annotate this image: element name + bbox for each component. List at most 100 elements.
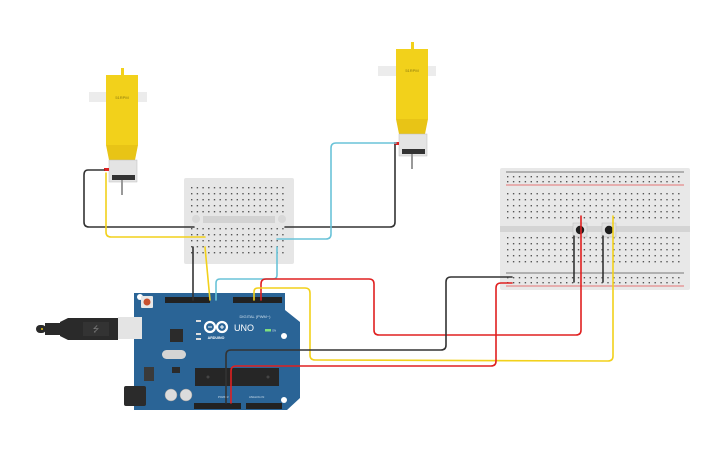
breadboard-hole[interactable] — [589, 277, 591, 279]
breadboard-hole[interactable] — [530, 199, 532, 201]
breadboard-hole[interactable] — [583, 277, 586, 279]
breadboard-hole[interactable] — [507, 243, 509, 245]
breadboard-hole[interactable] — [253, 240, 256, 242]
breadboard-hole[interactable] — [542, 181, 544, 183]
breadboard-hole[interactable] — [554, 237, 556, 239]
breadboard-hole[interactable] — [560, 176, 562, 178]
breadboard-hole[interactable] — [607, 243, 609, 245]
breadboard-hole[interactable] — [613, 255, 615, 257]
breadboard-hole[interactable] — [270, 252, 273, 254]
breadboard-hole[interactable] — [636, 199, 639, 201]
breadboard-hole[interactable] — [512, 176, 515, 178]
breadboard-hole[interactable] — [666, 181, 668, 183]
breadboard-hole[interactable] — [236, 240, 238, 242]
breadboard-hole[interactable] — [548, 255, 550, 257]
breadboard-hole[interactable] — [536, 237, 538, 239]
breadboard-hole[interactable] — [636, 181, 639, 183]
breadboard-hole[interactable] — [248, 193, 250, 195]
breadboard-hole[interactable] — [548, 282, 550, 284]
breadboard-hole[interactable] — [512, 193, 515, 195]
breadboard-hole[interactable] — [202, 246, 204, 248]
breadboard-hole[interactable] — [630, 277, 633, 279]
breadboard-hole[interactable] — [276, 240, 278, 242]
breadboard-hole[interactable] — [282, 228, 284, 230]
breadboard-hole[interactable] — [672, 261, 674, 263]
breadboard-hole[interactable] — [607, 237, 609, 239]
breadboard-hole[interactable] — [583, 205, 586, 207]
breadboard-hole[interactable] — [560, 211, 562, 213]
breadboard-hole[interactable] — [678, 243, 680, 245]
breadboard-hole[interactable] — [276, 234, 278, 236]
breadboard-hole[interactable] — [566, 237, 568, 239]
breadboard-hole[interactable] — [560, 193, 562, 195]
breadboard-hole[interactable] — [642, 211, 645, 213]
breadboard-hole[interactable] — [583, 217, 586, 219]
breadboard-hole[interactable] — [589, 193, 591, 195]
breadboard-hole[interactable] — [208, 240, 210, 242]
breadboard-hole[interactable] — [583, 211, 586, 213]
breadboard-hole[interactable] — [253, 199, 256, 201]
breadboard-hole[interactable] — [225, 252, 227, 254]
breadboard-hole[interactable] — [213, 205, 216, 207]
breadboard-hole[interactable] — [536, 282, 538, 284]
breadboard-hole[interactable] — [270, 211, 273, 213]
breadboard-hole[interactable] — [507, 205, 509, 207]
breadboard-hole[interactable] — [648, 282, 650, 284]
breadboard-hole[interactable] — [607, 282, 609, 284]
breadboard-hole[interactable] — [554, 211, 556, 213]
breadboard-hole[interactable] — [518, 282, 521, 284]
breadboard-hole[interactable] — [613, 205, 615, 207]
breadboard-hole[interactable] — [642, 181, 645, 183]
breadboard-hole[interactable] — [524, 193, 527, 195]
breadboard-hole[interactable] — [654, 237, 656, 239]
breadboard-hole[interactable] — [507, 193, 509, 195]
breadboard-hole[interactable] — [666, 249, 668, 251]
breadboard-hole[interactable] — [230, 228, 233, 230]
breadboard-hole[interactable] — [666, 243, 668, 245]
breadboard-hole[interactable] — [648, 205, 650, 207]
breadboard-hole[interactable] — [554, 249, 556, 251]
breadboard-hole[interactable] — [196, 252, 199, 254]
breadboard-hole[interactable] — [577, 255, 580, 257]
breadboard-hole[interactable] — [666, 261, 668, 263]
breadboard-hole[interactable] — [236, 199, 238, 201]
breadboard-hole[interactable] — [660, 237, 662, 239]
breadboard-hole[interactable] — [530, 282, 532, 284]
breadboard-hole[interactable] — [230, 187, 233, 189]
breadboard-hole[interactable] — [265, 246, 267, 248]
breadboard-hole[interactable] — [242, 193, 244, 195]
breadboard-hole[interactable] — [524, 261, 527, 263]
breadboard-hole[interactable] — [613, 282, 615, 284]
breadboard-hole[interactable] — [630, 243, 633, 245]
breadboard-hole[interactable] — [512, 205, 515, 207]
breadboard-hole[interactable] — [554, 261, 556, 263]
breadboard-hole[interactable] — [202, 199, 204, 201]
breadboard-hole[interactable] — [678, 199, 680, 201]
breadboard-hole[interactable] — [654, 255, 656, 257]
breadboard-hole[interactable] — [648, 176, 650, 178]
breadboard-hole[interactable] — [202, 228, 204, 230]
breadboard-hole[interactable] — [672, 277, 674, 279]
breadboard-hole[interactable] — [542, 193, 544, 195]
breadboard-hole[interactable] — [282, 240, 284, 242]
breadboard-hole[interactable] — [236, 193, 238, 195]
breadboard-hole[interactable] — [654, 199, 656, 201]
breadboard-hole[interactable] — [225, 211, 227, 213]
breadboard-hole[interactable] — [589, 217, 591, 219]
breadboard-hole[interactable] — [607, 211, 609, 213]
breadboard-hole[interactable] — [625, 277, 627, 279]
breadboard-hole[interactable] — [213, 228, 216, 230]
breadboard-hole[interactable] — [678, 277, 680, 279]
breadboard-hole[interactable] — [548, 277, 550, 279]
breadboard-hole[interactable] — [248, 187, 250, 189]
breadboard-hole[interactable] — [554, 277, 556, 279]
breadboard-hole[interactable] — [589, 199, 591, 201]
breadboard-hole[interactable] — [542, 261, 544, 263]
breadboard-hole[interactable] — [571, 211, 574, 213]
breadboard-hole[interactable] — [276, 193, 278, 195]
breadboard-hole[interactable] — [554, 205, 556, 207]
breadboard-hole[interactable] — [619, 193, 621, 195]
breadboard-hole[interactable] — [512, 282, 515, 284]
breadboard-hole[interactable] — [554, 181, 556, 183]
breadboard-hole[interactable] — [642, 261, 645, 263]
